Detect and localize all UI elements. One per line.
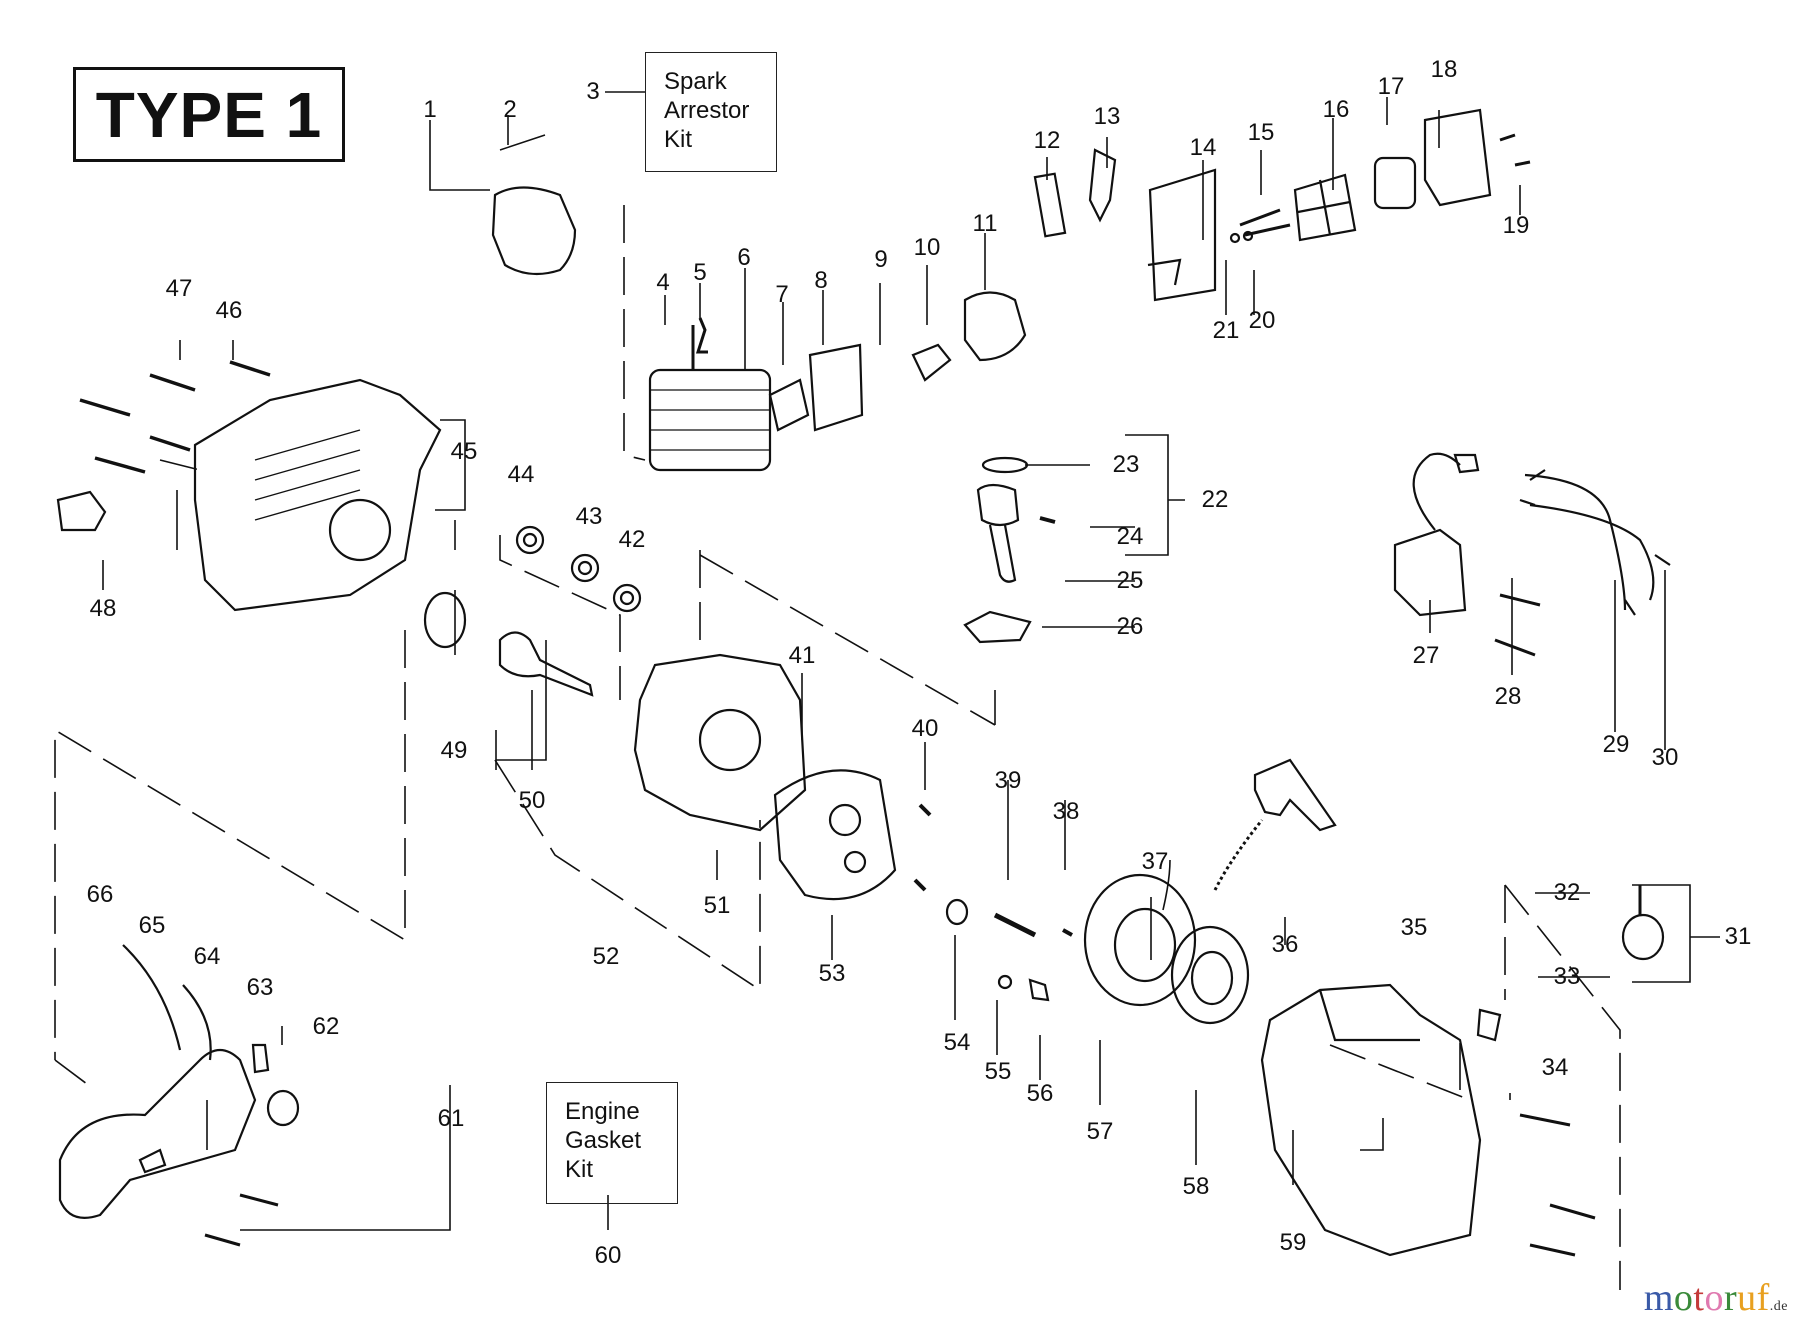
callout-51: 51 [703, 892, 731, 919]
callout-6: 6 [737, 244, 751, 271]
callout-30: 30 [1651, 744, 1679, 771]
callout-59: 59 [1279, 1229, 1307, 1256]
callout-28: 28 [1494, 683, 1522, 710]
callout-47: 47 [165, 275, 193, 302]
logo-letter: u [1737, 1277, 1757, 1319]
callout-48: 48 [89, 595, 117, 622]
logo-suffix: .de [1769, 1299, 1788, 1314]
callout-21: 21 [1212, 317, 1240, 344]
callout-5: 5 [693, 259, 707, 286]
logo-letter: r [1723, 1277, 1738, 1319]
callout-55: 55 [984, 1058, 1012, 1085]
callout-20: 20 [1248, 307, 1276, 334]
logo-letter: o [1704, 1277, 1724, 1319]
callout-54: 54 [943, 1029, 971, 1056]
callout-46: 46 [215, 297, 243, 324]
callout-62: 62 [312, 1013, 340, 1040]
callout-44: 44 [507, 461, 535, 488]
kit-line: Gasket [565, 1127, 642, 1154]
callout-25: 25 [1116, 567, 1144, 594]
callout-63: 63 [246, 974, 274, 1001]
callout-52: 52 [592, 943, 620, 970]
callout-31: 31 [1724, 923, 1752, 950]
callout-39: 39 [994, 767, 1022, 794]
callout-24: 24 [1116, 523, 1144, 550]
callout-1: 1 [423, 96, 437, 123]
callout-37: 37 [1141, 848, 1169, 875]
callout-11: 11 [972, 210, 998, 237]
logo-letter: o [1673, 1277, 1694, 1319]
callout-16: 16 [1322, 96, 1350, 123]
part-shapes [56, 108, 1671, 1257]
callout-36: 36 [1271, 931, 1299, 958]
kit-line: Kit [565, 1156, 594, 1183]
callout-12: 12 [1033, 127, 1061, 154]
callout-22: 22 [1201, 486, 1229, 513]
type-label-box: TYPE 1 [73, 67, 345, 162]
watermark-logo: motoruf.de [1644, 1276, 1788, 1320]
callout-61: 61 [437, 1105, 465, 1132]
callout-3: 3 [586, 78, 600, 105]
callout-35: 35 [1400, 914, 1428, 941]
callout-60: 60 [594, 1242, 622, 1269]
callout-2: 2 [503, 96, 517, 123]
callout-38: 38 [1052, 798, 1080, 825]
callout-58: 58 [1182, 1173, 1210, 1200]
kit-line: Spark [664, 68, 727, 95]
callout-14: 14 [1189, 134, 1217, 161]
callout-19: 19 [1502, 212, 1530, 239]
callout-4: 4 [656, 269, 670, 296]
callout-32: 32 [1553, 879, 1581, 906]
logo-letter: t [1693, 1277, 1705, 1319]
kit-line: Kit [664, 126, 693, 153]
callout-26: 26 [1116, 613, 1144, 640]
callout-27: 27 [1412, 642, 1440, 669]
engine-gasket-kit-box: Engine Gasket Kit [546, 1082, 678, 1204]
callout-65: 65 [138, 912, 166, 939]
callout-41: 41 [788, 642, 816, 669]
callout-17: 17 [1377, 73, 1405, 100]
type-label: TYPE 1 [95, 78, 323, 151]
callout-15: 15 [1247, 119, 1275, 146]
callout-56: 56 [1026, 1080, 1054, 1107]
callout-45: 45 [450, 438, 478, 465]
logo-letter: f [1756, 1277, 1770, 1319]
callout-29: 29 [1602, 731, 1630, 758]
callout-7: 7 [775, 281, 789, 308]
leader-lines [102, 91, 1720, 1231]
callout-33: 33 [1553, 963, 1581, 990]
callout-57: 57 [1086, 1118, 1114, 1145]
callout-66: 66 [86, 881, 114, 908]
callout-50: 50 [518, 787, 546, 814]
callout-18: 18 [1430, 56, 1458, 83]
callout-53: 53 [818, 960, 846, 987]
kit-line: Engine [565, 1098, 640, 1125]
callout-13: 13 [1093, 103, 1121, 130]
callout-43: 43 [575, 503, 603, 530]
assembly-dashes [54, 205, 1621, 1290]
callout-42: 42 [618, 526, 646, 553]
callout-40: 40 [911, 715, 939, 742]
logo-letter: m [1643, 1277, 1674, 1319]
spark-arrestor-kit-box: Spark Arrestor Kit [645, 52, 777, 172]
callout-23: 23 [1112, 451, 1140, 478]
callout-10: 10 [913, 234, 941, 261]
callout-64: 64 [193, 943, 221, 970]
callout-8: 8 [814, 267, 828, 294]
kit-line: Arrestor [664, 97, 750, 124]
callout-9: 9 [874, 246, 888, 273]
callout-49: 49 [440, 737, 468, 764]
callout-34: 34 [1541, 1054, 1569, 1081]
